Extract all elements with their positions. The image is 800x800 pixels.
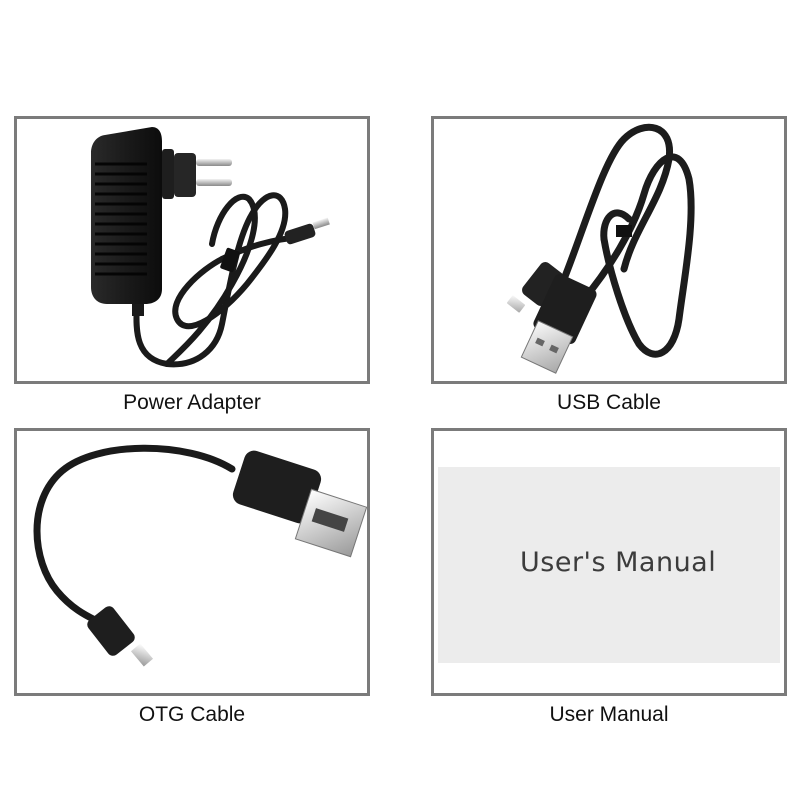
power-adapter-frame [14,116,370,384]
power-adapter-caption: Power Adapter [123,391,261,414]
usb-cable-frame [431,116,787,384]
usb-cable-caption: USB Cable [557,391,661,414]
user-manual-caption: User Manual [549,703,669,726]
manual-cover-text: User's Manual [520,547,716,578]
power-adapter-icon [91,127,330,368]
otg-cable-icon [33,444,367,667]
user-manual-frame: User's Manual [431,428,787,696]
otg-cable-frame [14,428,370,696]
usb-cable-icon [507,123,695,374]
otg-cable-caption: OTG Cable [138,703,246,726]
user-manual-icon: User's Manual [438,467,780,663]
